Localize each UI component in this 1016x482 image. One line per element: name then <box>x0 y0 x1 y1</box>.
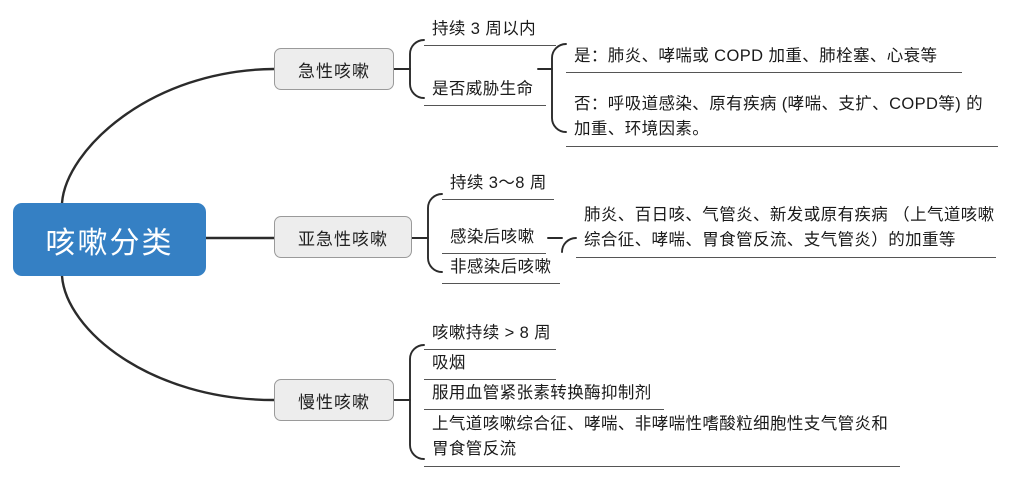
connector-root-chronic <box>60 274 276 402</box>
branch-node-acute[interactable]: 急性咳嗽 <box>274 48 394 90</box>
bracket-subacute-spine <box>427 193 443 273</box>
leaf-chronic-smoking[interactable]: 吸烟 <box>424 352 556 380</box>
bracket-acute-detail-spine <box>551 43 567 133</box>
leaf-chronic-duration[interactable]: 咳嗽持续 > 8 周 <box>424 322 556 350</box>
bracket-subacute-detail-spine <box>561 237 577 253</box>
leaf-subacute-nonpostinfect[interactable]: 非感染后咳嗽 <box>442 256 560 284</box>
branch-label-acute: 急性咳嗽 <box>298 61 370 81</box>
bracket-chronic-spine <box>409 344 425 460</box>
branch-node-chronic[interactable]: 慢性咳嗽 <box>274 379 394 421</box>
root-label: 咳嗽分类 <box>45 226 174 260</box>
leaf-chronic-acei[interactable]: 服用血管紧张素转换酶抑制剂 <box>424 382 664 410</box>
branch-node-subacute[interactable]: 亚急性咳嗽 <box>274 216 412 258</box>
bracket-acute-spine <box>409 39 425 99</box>
leaf-acute-lifethreat[interactable]: 是否威胁生命 <box>424 78 546 106</box>
connector-root-acute <box>60 67 276 205</box>
leaf-subacute-postinfect[interactable]: 感染后咳嗽 <box>442 226 546 254</box>
leaf-chronic-causes[interactable]: 上气道咳嗽综合征、哮喘、非哮喘性嗜酸粒细胞性支气管炎和胃食管反流 <box>424 412 900 467</box>
root-node[interactable]: 咳嗽分类 <box>13 203 206 276</box>
detail-subacute-causes[interactable]: 肺炎、百日咳、气管炎、新发或原有疾病 （上气道咳嗽综合征、哮喘、胃食管反流、支气… <box>576 203 996 258</box>
detail-acute-no[interactable]: 否：呼吸道感染、原有疾病 (哮喘、支扩、COPD等) 的加重、环境因素。 <box>566 92 998 147</box>
leaf-subacute-duration[interactable]: 持续 3～8 周 <box>442 172 554 200</box>
leaf-acute-duration[interactable]: 持续 3 周以内 <box>424 18 556 46</box>
branch-label-subacute: 亚急性咳嗽 <box>298 229 388 249</box>
detail-acute-yes[interactable]: 是：肺炎、哮喘或 COPD 加重、肺栓塞、心衰等 <box>566 45 962 73</box>
branch-label-chronic: 慢性咳嗽 <box>298 392 370 412</box>
